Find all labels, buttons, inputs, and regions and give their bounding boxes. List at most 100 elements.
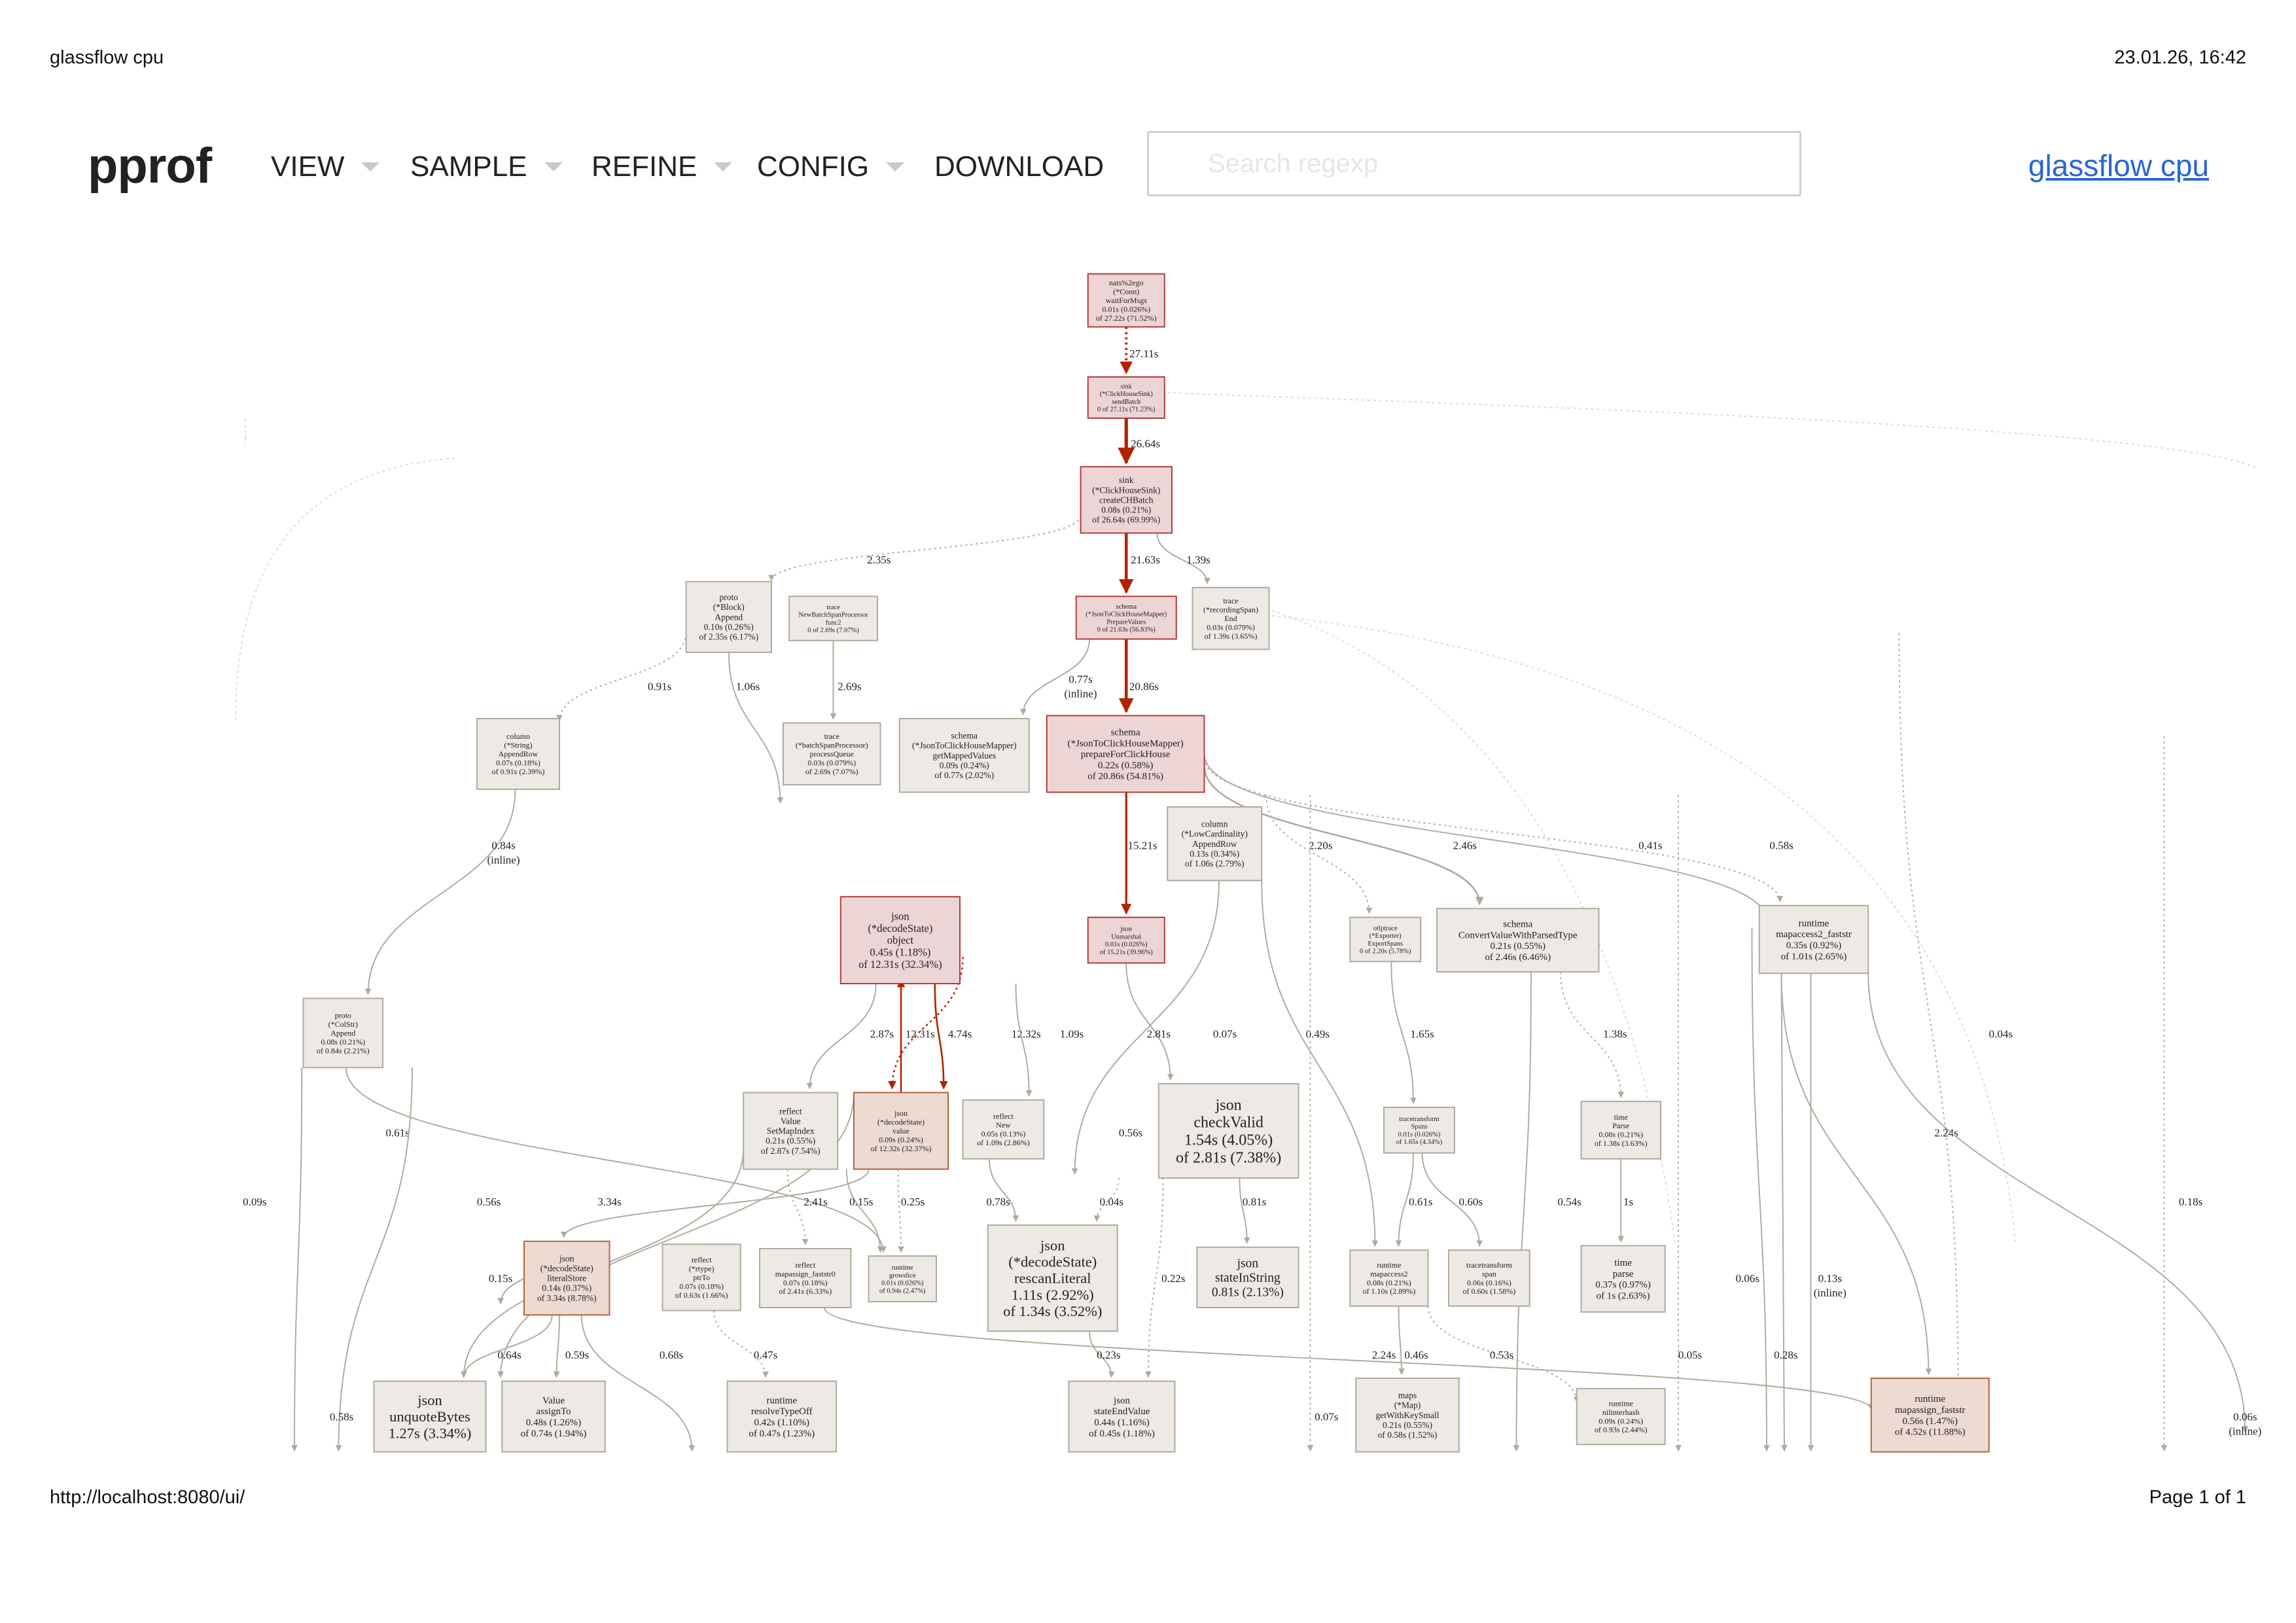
pprof-logo[interactable]: pprof [88,138,212,194]
call-edge[interactable] [897,1169,904,1253]
call-edge[interactable] [1427,1306,1580,1403]
call-edge[interactable] [553,1315,560,1378]
call-edge[interactable] [1780,973,1788,1452]
call-edge[interactable] [1898,633,1962,1385]
call-edge[interactable] [291,1067,303,1452]
call-edge[interactable] [713,1310,769,1378]
call-edge[interactable] [888,957,964,1090]
call-edge[interactable] [768,515,1082,582]
call-edge[interactable] [1093,1177,1120,1222]
menu-sample[interactable]: SAMPLE [410,151,563,183]
call-edge[interactable] [1513,971,1532,1452]
call-edge[interactable] [1203,753,1770,921]
print-header-title: glassflow cpu [50,47,164,68]
call-edge[interactable] [786,1169,809,1245]
call-edge[interactable] [556,633,687,721]
call-edge[interactable] [824,1307,1875,1410]
profile-title-link[interactable]: glassflow cpu [2028,149,2209,183]
call-edge[interactable] [934,983,948,1090]
call-edge[interactable] [1265,794,1373,914]
call-edge[interactable] [1071,880,1220,1175]
edge-label: 0.58s [330,1411,353,1423]
edge-label: 27.11s [1129,348,1158,360]
graph-node-box [685,580,772,653]
menu-config[interactable]: CONFIG [757,151,905,183]
call-edge[interactable] [1019,639,1090,715]
call-edge[interactable] [1089,1330,1115,1378]
search-input[interactable] [1147,131,1801,196]
call-edge[interactable] [335,1067,413,1452]
menu-refine[interactable]: REFINE [592,151,733,183]
call-edge[interactable] [1560,971,1625,1098]
call-edge[interactable] [1261,880,1379,1247]
call-edge[interactable] [580,1315,696,1452]
menu-download[interactable]: DOWNLOAD [934,151,1104,183]
call-edge[interactable] [1867,973,2249,1433]
call-edge[interactable] [845,1169,884,1253]
call-edge[interactable] [560,1169,870,1238]
call-edge[interactable] [345,1067,887,1253]
call-edge[interactable] [1125,963,1174,1080]
call-edge[interactable] [364,789,516,995]
call-edge[interactable] [989,1158,1019,1222]
call-edge[interactable] [1751,927,1770,1452]
menu-view[interactable]: VIEW [271,151,380,183]
call-edge[interactable] [1239,1177,1250,1244]
call-edge[interactable] [1395,1152,1414,1247]
graph-node[interactable]: schema(*JsonToClickHouseMapper)getMapped… [898,718,1030,793]
graph-node[interactable]: schema(*JsonToClickHouseMapper)prepareFo… [1046,715,1205,793]
call-edge[interactable] [1015,983,1033,1097]
call-edge[interactable] [806,983,877,1090]
graph-node-box [1576,1387,1666,1446]
call-edge[interactable] [1780,973,1932,1375]
call-edge[interactable] [728,652,784,804]
call-edge[interactable] [1398,1306,1405,1375]
call-edge[interactable] [460,1315,553,1378]
call-edge[interactable] [1421,1152,1483,1247]
call-edge[interactable] [1203,765,1484,906]
call-edge[interactable] [1203,758,1784,902]
graph-node[interactable]: schema(*JsonToClickHouseMapper)PrepareVa… [1075,596,1177,640]
call-edge[interactable] [1156,533,1210,584]
call-edge[interactable] [1390,961,1417,1104]
